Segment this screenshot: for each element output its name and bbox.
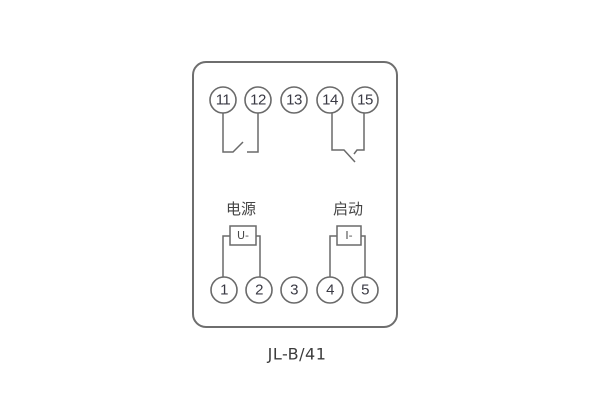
- power-coil-wire-right: [256, 235, 261, 277]
- contact-14-wire: [331, 113, 356, 163]
- terminal-14: 14: [316, 86, 344, 114]
- terminal-label: 1: [220, 282, 228, 299]
- start-coil-box: [336, 225, 362, 246]
- contact-15-wire: [353, 113, 365, 155]
- power-coil-symbol: U-: [237, 229, 249, 242]
- terminal-15: 15: [351, 86, 379, 114]
- contact-12-wire: [247, 113, 259, 153]
- start-coil-wire-left: [329, 235, 337, 277]
- terminal-1: 1: [210, 276, 238, 304]
- terminal-label: 3: [290, 282, 298, 299]
- model-label: JL-B/41: [267, 345, 327, 364]
- terminal-3: 3: [280, 276, 308, 304]
- power-coil-label: 电源: [226, 200, 256, 218]
- terminal-5: 5: [351, 276, 379, 304]
- start-coil-label: 启动: [333, 200, 363, 218]
- normally-open-contact: [331, 113, 365, 163]
- start-coil-symbol: I-: [345, 229, 352, 242]
- terminal-12: 12: [244, 86, 272, 114]
- terminal-2: 2: [245, 276, 273, 304]
- terminal-13: 13: [280, 86, 308, 114]
- contact-11-wire: [222, 113, 244, 153]
- terminal-label: 5: [361, 282, 369, 299]
- terminal-label: 11: [216, 92, 231, 109]
- terminal-label: 14: [322, 92, 338, 109]
- terminal-label: 13: [286, 92, 302, 109]
- terminal-11: 11: [209, 86, 237, 114]
- terminal-label: 15: [357, 92, 373, 109]
- relay-enclosure: [192, 61, 398, 328]
- start-coil: I-: [329, 225, 366, 277]
- power-coil-box: [229, 225, 257, 246]
- terminal-4: 4: [316, 276, 344, 304]
- start-coil-wire-right: [361, 235, 366, 277]
- terminal-label: 2: [255, 282, 263, 299]
- terminal-label: 12: [250, 92, 266, 109]
- normally-closed-contact: [222, 113, 259, 153]
- terminal-label: 4: [326, 282, 334, 299]
- power-coil: U-: [222, 225, 261, 277]
- power-coil-wire-left: [222, 235, 230, 277]
